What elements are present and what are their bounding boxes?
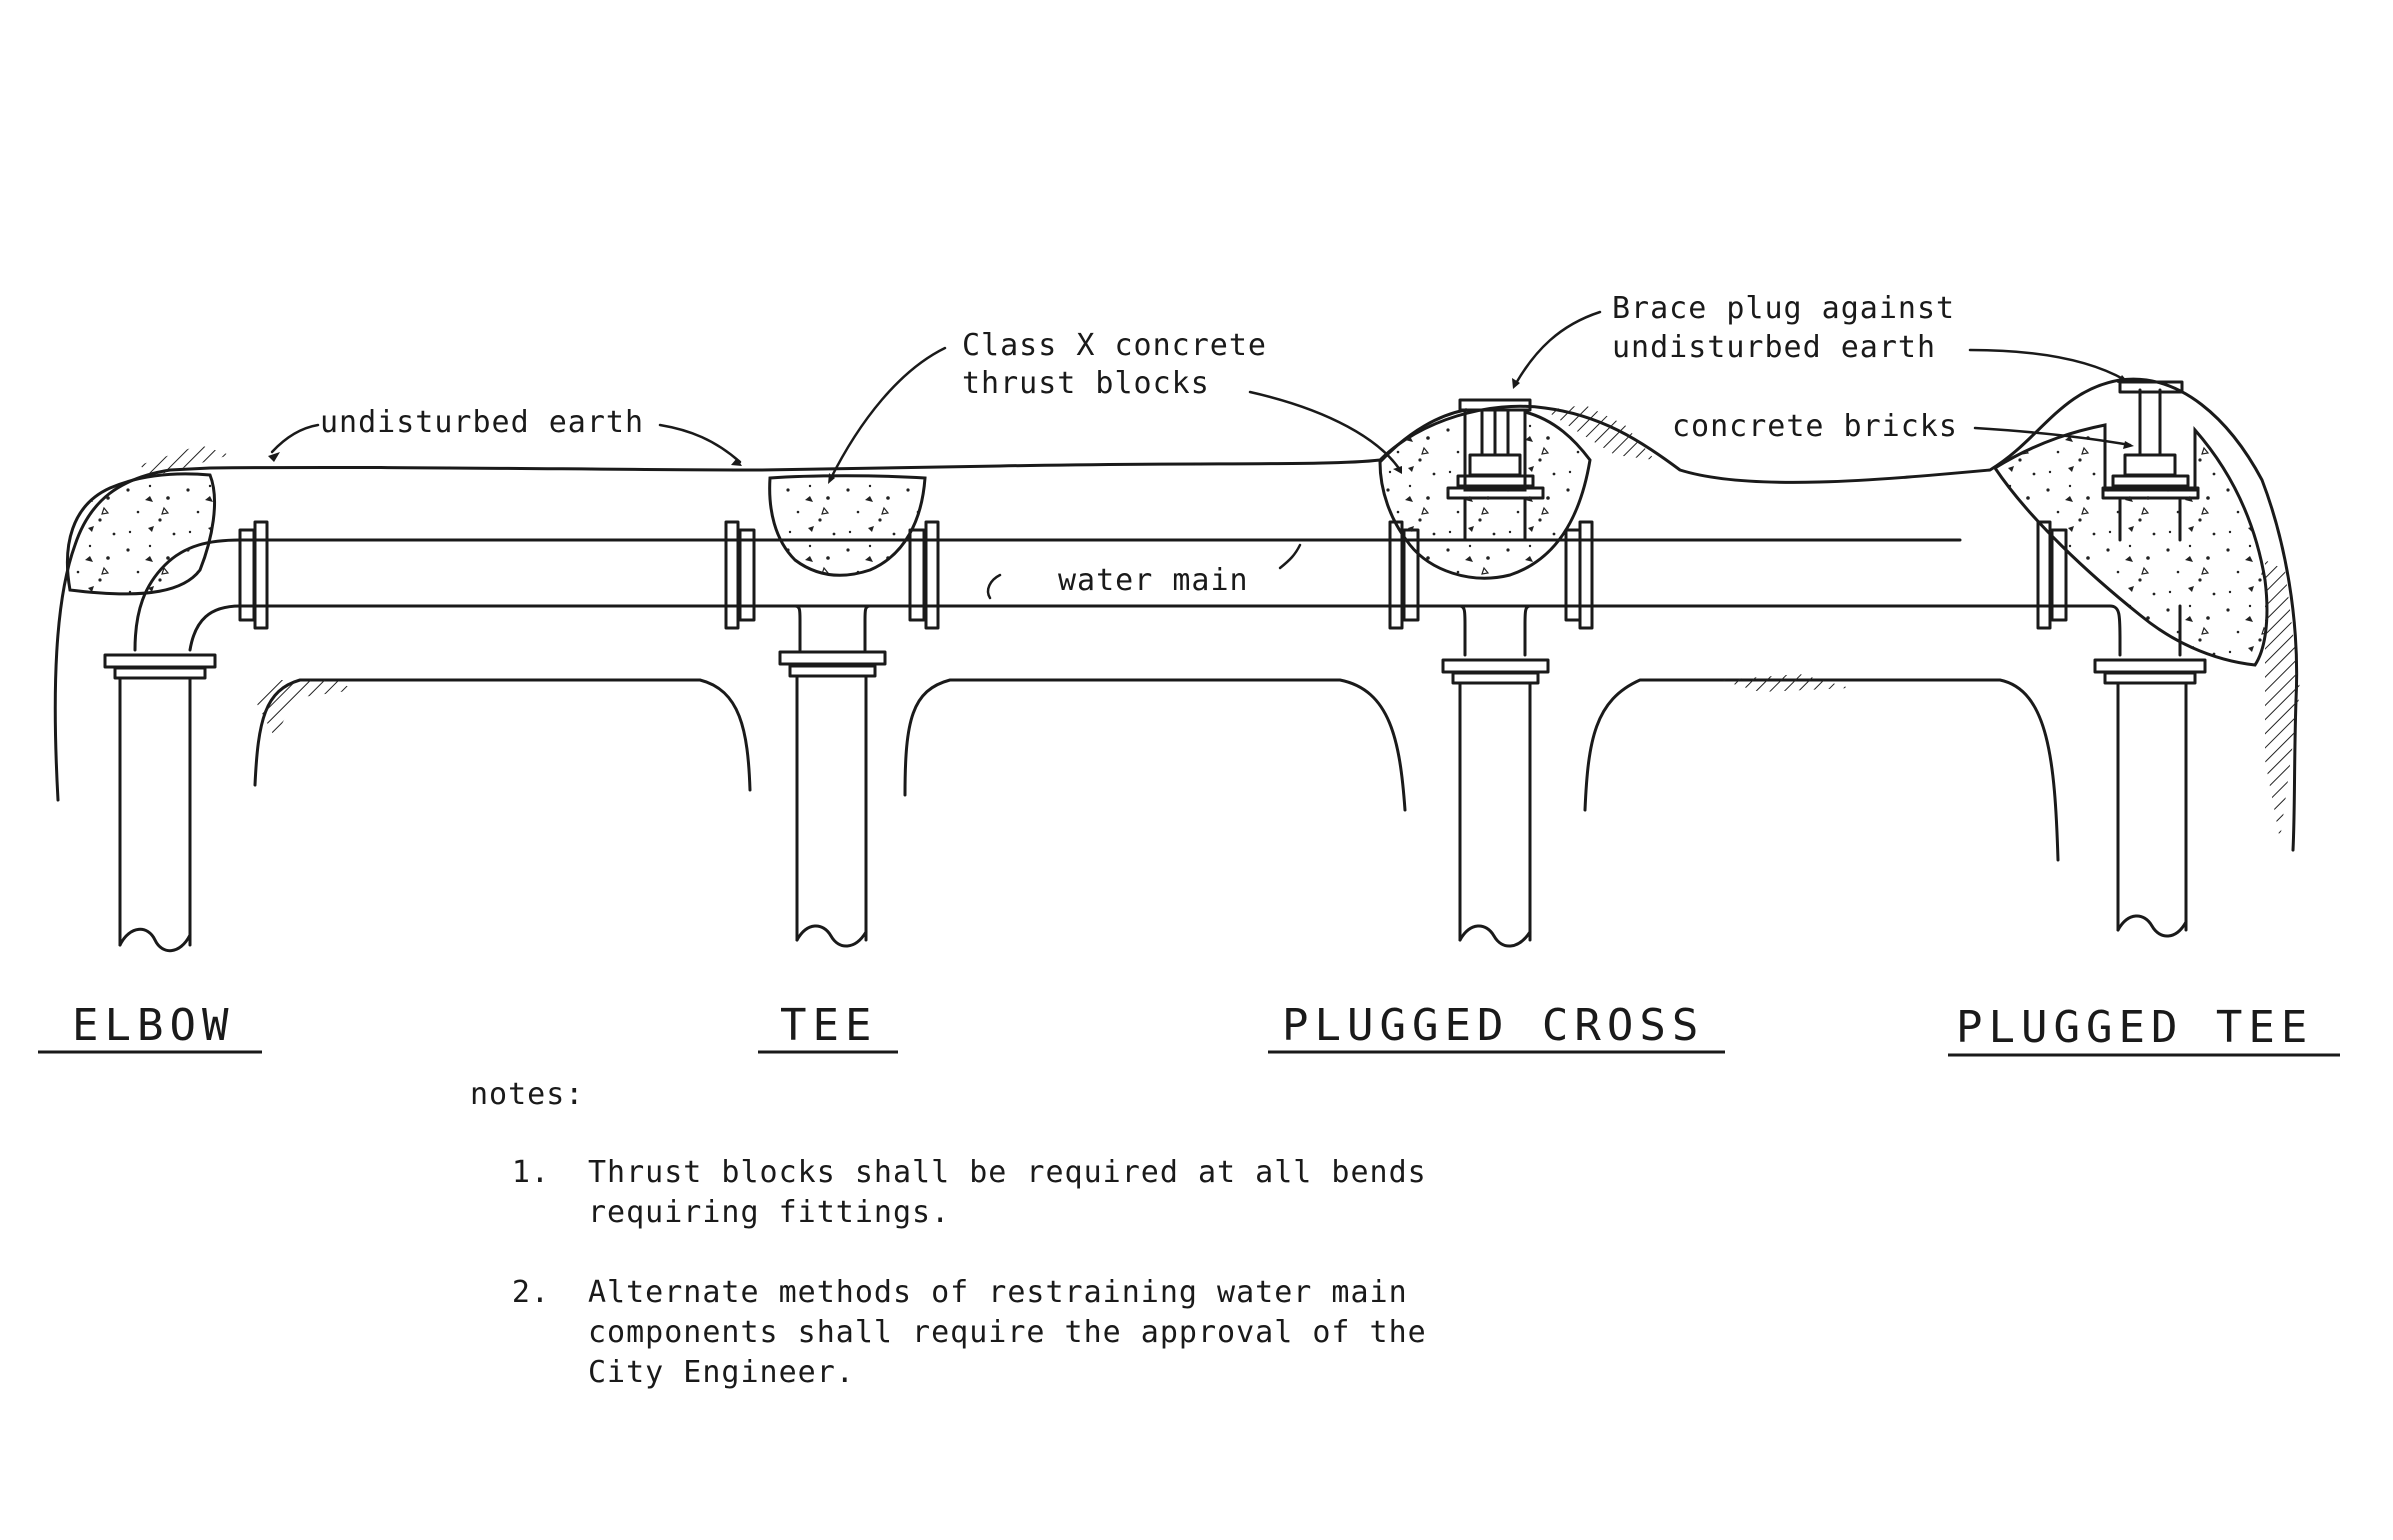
title-plugged-cross: PLUGGED CROSS [1282,1000,1704,1051]
elbow-thrust-block [66,472,216,596]
note-text: Thrust blocks shall be required at all b… [588,1155,1427,1230]
earth-arch-3 [1583,678,2060,862]
label-water-main: water main [1058,563,1249,598]
label-brace-plug-line2: undisturbed earth [1612,330,1936,365]
plugged-cross-thrust-block [1378,408,1592,580]
title-elbow: ELBOW [72,1000,234,1051]
earth-arch-2 [903,678,1407,812]
label-concrete-bricks: concrete bricks [1672,409,1958,444]
label-thrust-blocks-line2: thrust blocks [962,366,1210,401]
notes-heading: notes: [470,1077,585,1112]
note-text: Alternate methods of restraining water m… [588,1275,1427,1390]
note-number: 2. [511,1275,550,1310]
label-undisturbed-earth: undisturbed earth [320,405,644,440]
note-number: 1. [511,1155,550,1190]
label-thrust-blocks-line1: Class X concrete [962,328,1267,363]
plugged-tee-thrust-block [1992,423,2269,667]
earth-arch-1 [253,678,752,792]
tee-thrust-block [768,474,927,577]
label-brace-plug-line1: Brace plug against [1612,291,1955,326]
title-plugged-tee: PLUGGED TEE [1956,1002,2313,1053]
trench-outline [53,377,2299,852]
note-item: 2. Alternate methods of restraining wate… [470,1273,1520,1393]
note-item: 1. Thrust blocks shall be required at al… [470,1153,1520,1233]
title-tee: TEE [780,1000,877,1051]
notes-section: notes: 1. Thrust blocks shall be require… [470,1075,1520,1433]
